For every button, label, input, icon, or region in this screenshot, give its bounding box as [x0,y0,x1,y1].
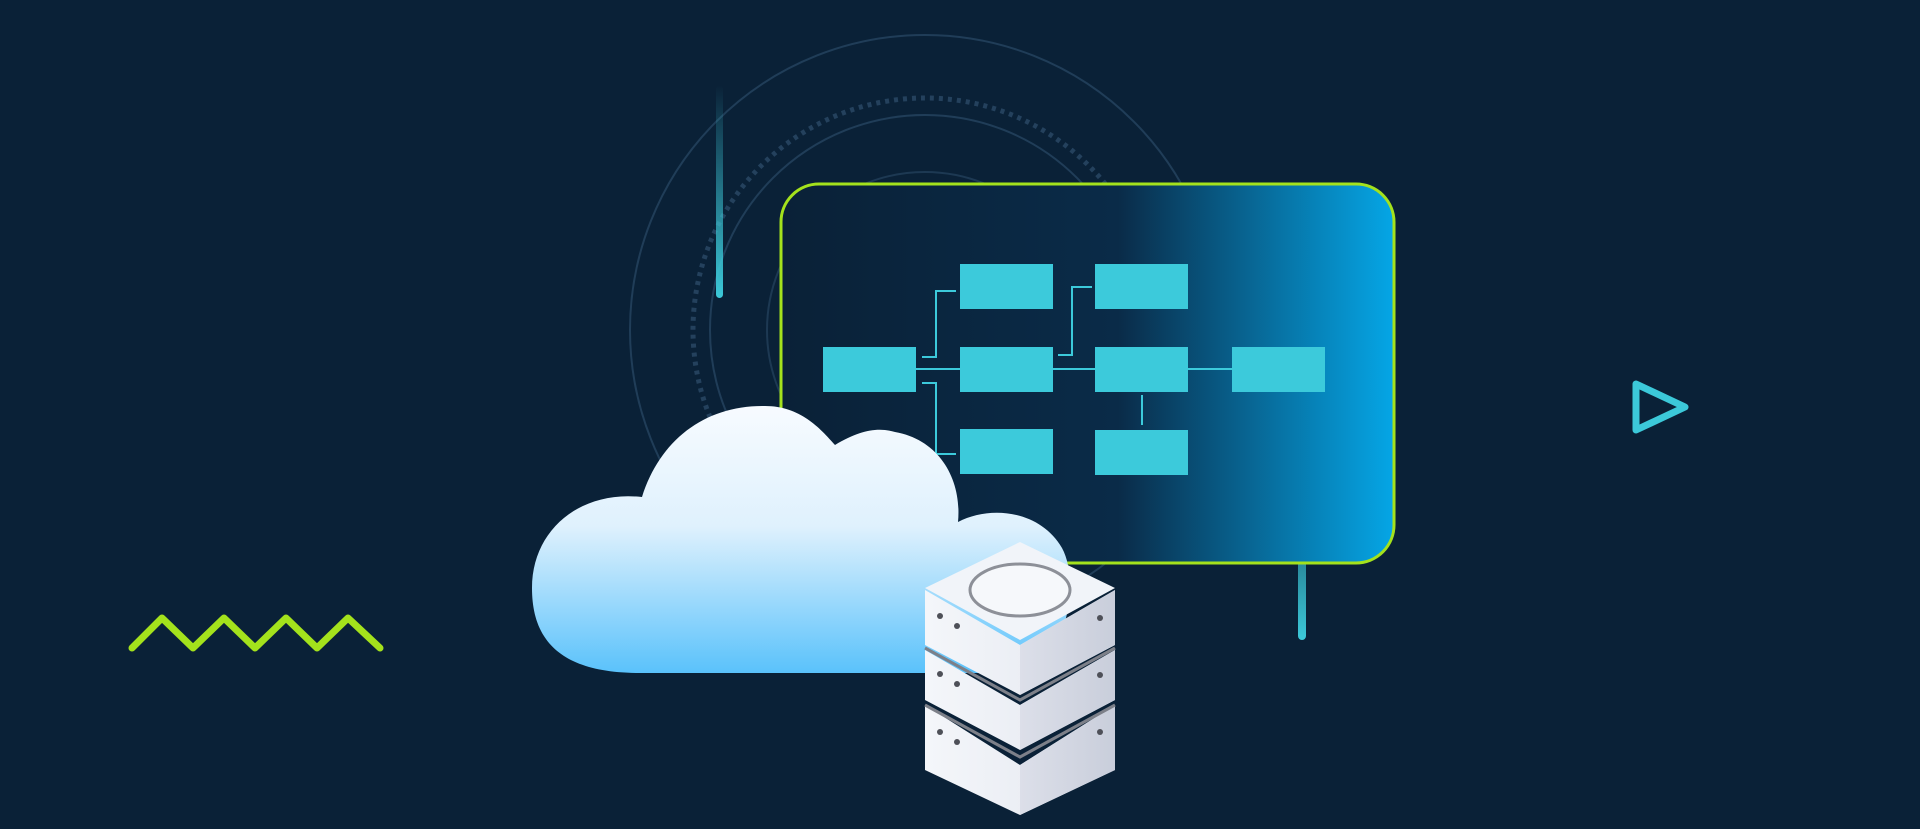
flow-box-top-2 [1095,264,1188,309]
flow-box-top-1 [960,264,1053,309]
play-triangle-icon [1632,380,1689,434]
flowchart-connectors [916,286,1232,455]
flowchart-boxes [823,264,1325,475]
flow-box-end [1232,347,1325,392]
zigzag-icon [128,614,384,652]
database-server-icon [924,542,1116,815]
flow-box-mid-1 [960,347,1053,392]
flow-box-bottom-1 [960,429,1053,474]
light-line-left [716,85,723,298]
flow-box-bottom-2 [1095,430,1188,475]
flow-box-mid-2 [1095,347,1188,392]
flow-box-start [823,347,916,392]
